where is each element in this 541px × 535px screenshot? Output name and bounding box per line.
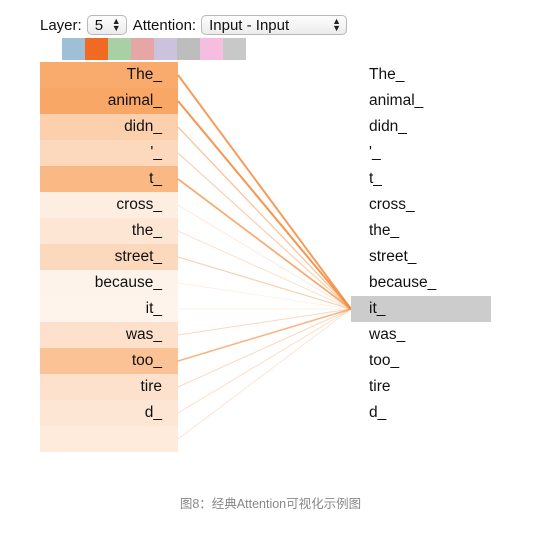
attention-type-select[interactable]: Input - Input ▲▼ (201, 15, 348, 35)
source-token[interactable]: tire (40, 374, 178, 400)
source-token[interactable]: didn_ (40, 114, 178, 140)
attention-line (177, 230, 352, 310)
target-token[interactable]: too_ (369, 352, 400, 369)
attention-line (177, 178, 352, 310)
attention-label: Attention: (132, 16, 197, 34)
layer-attention-controls: Layer: 5 ▲▼ Attention: Input - Input ▲▼ (40, 14, 353, 36)
target-token[interactable]: cross_ (369, 196, 415, 213)
attention-line (177, 308, 352, 362)
source-token[interactable]: too_ (40, 348, 178, 374)
attention-line (177, 126, 352, 310)
select-arrows-icon: ▲▼ (111, 16, 121, 33)
source-token[interactable]: animal_ (40, 88, 178, 114)
head-color-swatches (62, 38, 246, 60)
head-swatch-0[interactable] (62, 38, 85, 60)
layer-value: 5 (94, 16, 104, 34)
source-token[interactable]: cross_ (40, 192, 178, 218)
attention-type-value: Input - Input (209, 16, 290, 34)
attention-line (177, 204, 352, 310)
head-swatch-7[interactable] (223, 38, 246, 60)
source-token[interactable]: because_ (40, 270, 178, 296)
figure-caption: 图8：经典Attention可视化示例图 (179, 497, 362, 511)
attention-line (177, 152, 352, 310)
target-token-selected[interactable]: it_ (351, 296, 491, 322)
source-token[interactable]: the_ (40, 218, 178, 244)
head-swatch-3[interactable] (131, 38, 154, 60)
attention-line (177, 308, 352, 388)
target-token[interactable]: t_ (369, 170, 382, 187)
target-token[interactable]: '_ (369, 144, 381, 161)
source-token[interactable]: t_ (40, 166, 178, 192)
target-token[interactable]: because_ (369, 274, 437, 291)
attention-line (177, 308, 352, 414)
target-token[interactable]: the_ (369, 222, 400, 239)
target-token[interactable]: didn_ (369, 118, 407, 135)
attention-line (177, 282, 352, 310)
head-swatch-4[interactable] (154, 38, 177, 60)
source-token[interactable]: '_ (40, 140, 178, 166)
source-token[interactable] (40, 426, 178, 452)
head-swatch-1[interactable] (85, 38, 108, 60)
target-token[interactable]: animal_ (369, 92, 424, 109)
target-token-column: The_ animal_ didn_ '_ t_ cross_ the_ street_bec… (351, 62, 491, 426)
head-swatch-5[interactable] (177, 38, 200, 60)
target-token[interactable]: The_ (369, 66, 405, 83)
attention-line (177, 100, 352, 310)
head-swatch-6[interactable] (200, 38, 223, 60)
target-token[interactable]: tire (369, 378, 391, 395)
source-token[interactable]: The_ (40, 62, 178, 88)
select-arrows-icon: ▲▼ (332, 16, 342, 33)
target-token[interactable]: street_ (369, 248, 417, 265)
attention-line (177, 308, 352, 440)
layer-select[interactable]: 5 ▲▼ (86, 15, 127, 35)
layer-label: Layer: (40, 16, 82, 34)
target-token[interactable]: was_ (369, 326, 406, 343)
source-token[interactable]: street_ (40, 244, 178, 270)
attention-line (177, 256, 352, 310)
source-token[interactable]: d_ (40, 400, 178, 426)
attention-line (177, 308, 352, 336)
source-token[interactable]: was_ (40, 322, 178, 348)
attention-line (177, 74, 352, 310)
head-swatch-2[interactable] (108, 38, 131, 60)
target-token[interactable]: d_ (369, 404, 387, 421)
source-token-column: The_animal_didn_'_t_cross_the_street_bec… (40, 62, 178, 452)
source-token[interactable]: it_ (40, 296, 178, 322)
